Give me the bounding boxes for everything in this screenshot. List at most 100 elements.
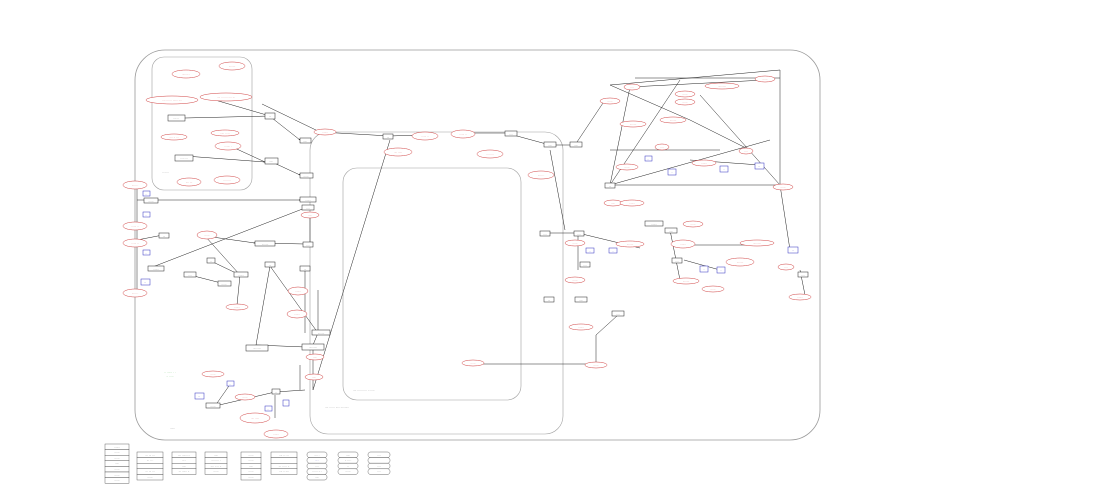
svg-text:···· ·· ···: ···· ·· ··· — [169, 136, 178, 139]
legend-cell — [367, 468, 391, 475]
svg-text:·······: ······· — [651, 223, 657, 226]
node-ellipse — [201, 370, 225, 378]
node-box — [301, 204, 315, 211]
node-blue — [142, 190, 151, 197]
svg-text:··: ·· — [612, 250, 614, 253]
node-box — [174, 154, 194, 162]
node-blue — [754, 162, 765, 170]
node-box — [301, 343, 325, 351]
svg-text:······: ······ — [691, 223, 696, 226]
svg-text:······· ·: ······· · — [224, 145, 232, 148]
svg-text:······: ······ — [781, 186, 786, 189]
node-ellipse — [122, 180, 148, 190]
svg-text:····: ···· — [583, 264, 586, 267]
legend-cell-label: ·· ·· — [377, 465, 381, 468]
group-note: ·· ····· — [162, 171, 169, 174]
svg-text:···: ··· — [144, 281, 147, 284]
svg-text:·····: ····· — [269, 160, 273, 163]
svg-text:····: ···· — [577, 233, 580, 236]
svg-text:···: ··· — [269, 115, 272, 118]
node-box — [644, 220, 664, 227]
node-ellipse — [160, 133, 188, 141]
corner-note: ······ — [170, 427, 175, 430]
node-ellipse — [122, 288, 148, 298]
svg-text:···· ··: ···· ·· — [173, 117, 179, 120]
svg-text:·······: ······· — [295, 290, 301, 293]
legend-cell-label: ······ — [115, 457, 120, 460]
svg-text:··: ·· — [267, 408, 269, 411]
svg-text:··········: ·········· — [253, 347, 261, 350]
node-ellipse — [654, 143, 670, 151]
node-ellipse — [674, 98, 696, 106]
svg-text:··: ·· — [229, 383, 231, 386]
green-note-line-1: ·· ······ · · — [164, 370, 176, 374]
svg-text:····: ···· — [509, 133, 512, 136]
node-box — [539, 230, 551, 237]
legend-cell-label: ··· · — [315, 459, 319, 462]
node-box — [604, 182, 616, 189]
node-ellipse — [287, 286, 309, 296]
svg-text:······: ······ — [222, 283, 227, 286]
svg-text:·····: ····· — [669, 230, 673, 233]
legend-cell — [171, 468, 197, 475]
legend-cell-label: ·· — [347, 465, 349, 468]
node-ellipse — [599, 97, 621, 105]
svg-text:········ ·: ········ · — [182, 73, 190, 76]
svg-text:······: ······ — [149, 200, 154, 203]
svg-text:········: ········ — [630, 123, 637, 126]
svg-text:······: ······ — [573, 279, 578, 282]
svg-text:······: ······ — [211, 405, 216, 408]
svg-text:······: ······ — [211, 373, 216, 376]
svg-text:······ ··: ······ ·· — [421, 135, 429, 138]
node-ellipse — [623, 83, 641, 91]
svg-text:·····: ····· — [548, 144, 552, 147]
node-box — [311, 329, 331, 336]
node-ellipse — [619, 120, 647, 128]
node-ellipse — [300, 211, 320, 219]
svg-text:····: ···· — [306, 244, 309, 247]
node-ellipse — [196, 230, 218, 240]
svg-text:···: ··· — [198, 395, 201, 398]
node-blue — [282, 399, 290, 407]
svg-text:······: ······ — [471, 362, 476, 365]
node-blue — [585, 247, 595, 254]
svg-text:·······: ······· — [680, 243, 686, 246]
node-blue — [644, 155, 653, 162]
svg-text:··: ·· — [671, 171, 673, 174]
legend-cell — [104, 477, 130, 484]
svg-text:···· ···: ···· ··· — [186, 181, 193, 184]
node-ellipse — [527, 170, 555, 180]
node-ellipse — [584, 361, 608, 369]
blue-nodes — [140, 155, 799, 412]
svg-text:·······: ······· — [305, 199, 311, 202]
svg-text:·······: ······· — [294, 313, 300, 316]
legend-cell-label: ···· ·· ·· ·· — [211, 465, 222, 468]
svg-text:···: ··· — [548, 299, 551, 302]
node-box — [143, 197, 159, 204]
legend-cell-label: ······ — [115, 479, 120, 482]
svg-text:····: ···· — [188, 274, 191, 277]
node-ellipse — [199, 92, 253, 102]
node-ellipse — [214, 141, 242, 151]
middle-group-boundary — [309, 131, 564, 435]
node-blue — [787, 246, 799, 254]
legend-cell-label: ······ — [115, 468, 120, 471]
svg-text:··: ·· — [145, 252, 147, 255]
node-box — [664, 227, 678, 234]
svg-text:·····: ····· — [574, 144, 578, 147]
svg-text:···· ····: ···· ···· — [486, 153, 494, 156]
svg-text:······: ······ — [683, 93, 688, 96]
node-ellipse — [411, 131, 439, 141]
node-ellipse — [176, 177, 202, 187]
svg-text:······ ·: ······ · — [538, 174, 545, 177]
svg-text:····: ···· — [616, 313, 619, 316]
svg-text:········: ········ — [670, 119, 677, 122]
svg-text:··: ·· — [275, 391, 277, 394]
svg-text:····: ···· — [630, 86, 633, 89]
svg-text:···: ··· — [387, 136, 390, 139]
node-box — [299, 172, 314, 179]
green-note-line-2: ·· ····· — [166, 374, 173, 378]
legend-cell — [204, 468, 228, 475]
svg-text:·····: ····· — [579, 299, 583, 302]
svg-text:···: ··· — [792, 249, 795, 252]
